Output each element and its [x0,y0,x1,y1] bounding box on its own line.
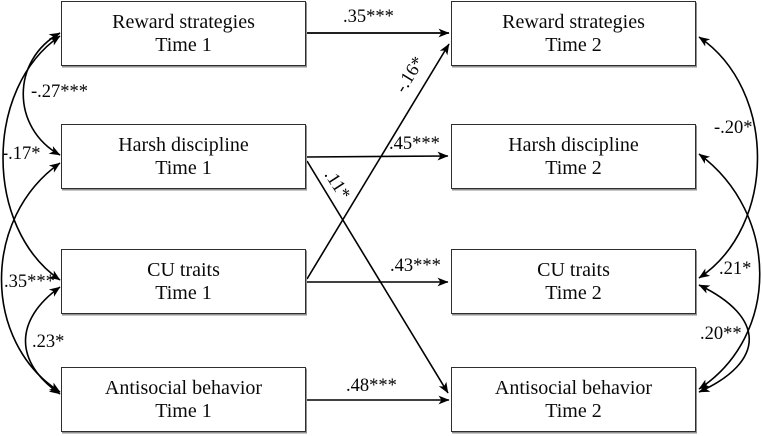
box-time: Time 1 [155,281,212,304]
covariance-arrow-reward-cu-t1 [2,35,61,281]
box-reward-strategies-t2: Reward strategies Time 2 [451,1,696,66]
coef-cov-reward-cu-t2: -.20* [714,118,753,138]
box-label: Reward strategies [112,10,255,33]
covariance-arrow-harsh-antisocial-t2 [698,153,761,390]
box-time: Time 2 [545,156,602,179]
box-harsh-discipline-t1: Harsh discipline Time 1 [61,124,306,189]
coef-stability-cu: .43*** [390,256,441,276]
box-time: Time 1 [155,156,212,179]
covariance-arrow-cu-antisocial-t1 [24,286,61,395]
box-label: Reward strategies [502,10,645,33]
box-time: Time 2 [545,399,602,422]
coef-stability-antisocial: .48*** [346,376,397,396]
stability-arrow-harsh-discipline [306,151,449,161]
box-antisocial-behavior-t1: Antisocial behavior Time 1 [61,367,306,432]
box-cu-traits-t2: CU traits Time 2 [451,249,696,314]
box-label: Harsh discipline [118,133,249,156]
box-harsh-discipline-t2: Harsh discipline Time 2 [451,124,696,189]
box-time: Time 1 [155,33,212,56]
coef-cov-cu-antisocial-t1: .23* [32,332,65,352]
box-label: Antisocial behavior [494,376,653,399]
coef-stability-harsh: .45*** [389,134,440,154]
coef-cov-reward-harsh-t1: -.27*** [31,82,89,102]
box-cu-traits-t1: CU traits Time 1 [61,249,306,314]
covariance-arrow-cu-antisocial-t2 [698,284,751,393]
coef-stability-reward: .35*** [343,7,394,27]
box-label: Antisocial behavior [104,376,263,399]
coef-cov-harsh-antisocial-t2: .21* [719,259,752,279]
cross-lagged-arrow-harsh-to-antisocial [306,160,449,394]
cross-lagged-arrow-cu-to-reward [306,43,450,280]
covariance-arrow-reward-harsh-t1 [22,32,61,156]
box-reward-strategies-t1: Reward strategies Time 1 [61,1,306,66]
box-time: Time 2 [545,281,602,304]
coef-cov-harsh-antisocial-t1: .35*** [4,272,55,292]
box-time: Time 2 [545,33,602,56]
box-antisocial-behavior-t2: Antisocial behavior Time 2 [451,367,696,432]
coef-cov-cu-antisocial-t2: .20** [700,324,742,344]
box-label: CU traits [147,258,220,281]
coef-cov-reward-cu-t1: -.17* [2,144,41,164]
box-label: Harsh discipline [508,133,639,156]
box-time: Time 1 [155,399,212,422]
box-label: CU traits [537,258,610,281]
covariance-arrow-reward-cu-t2 [698,36,759,279]
